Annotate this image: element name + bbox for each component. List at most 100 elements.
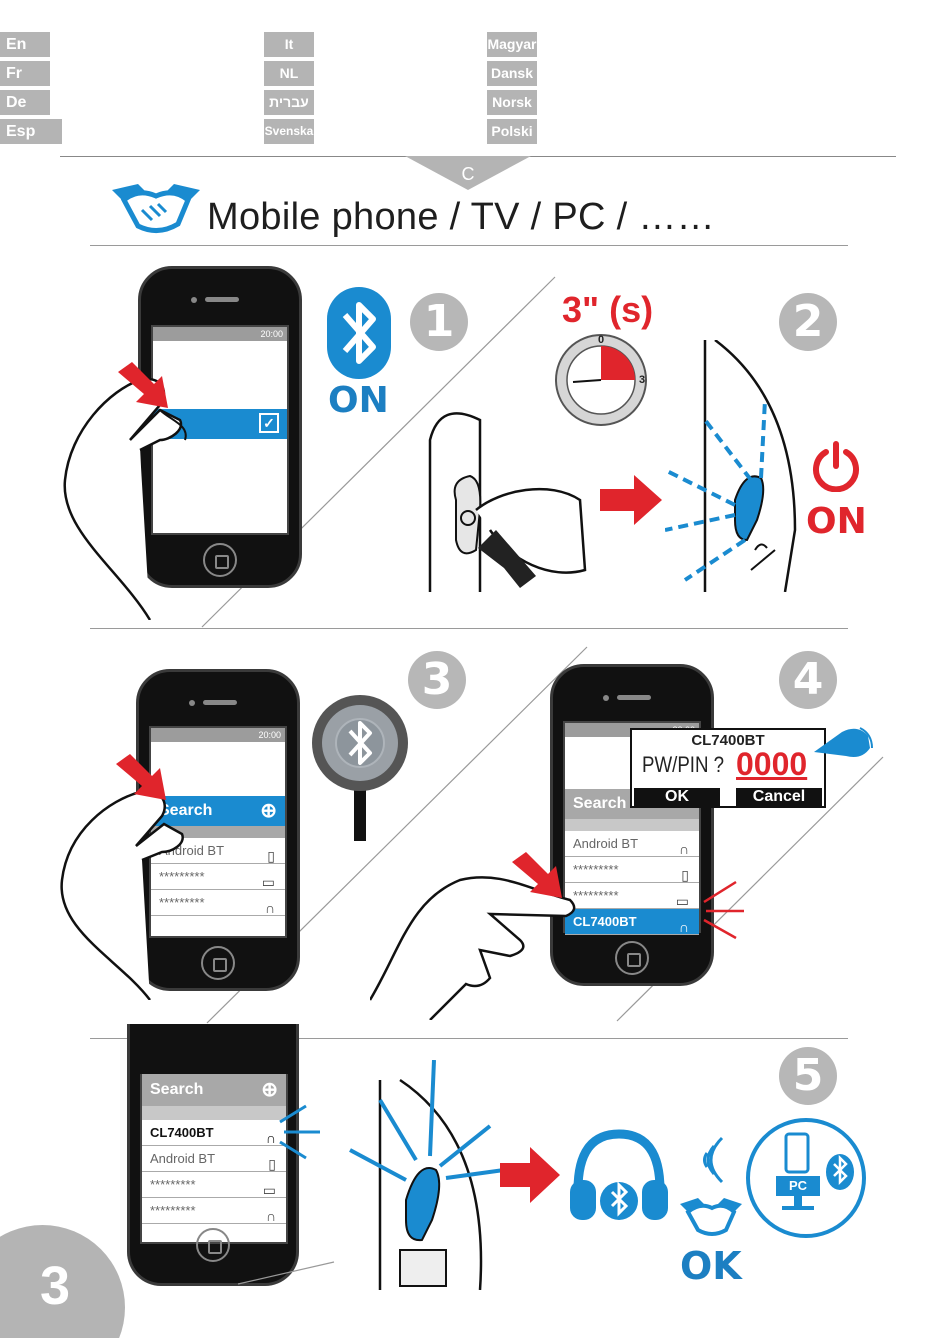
phone-camera — [191, 297, 197, 303]
phone-icon: ▯ — [681, 867, 689, 883]
section-rule-1 — [90, 628, 848, 629]
red-arrow-icon — [116, 754, 166, 800]
handshake-icon — [680, 1198, 742, 1236]
lang-tab-no[interactable]: Norsk — [487, 90, 537, 115]
pin-dialog: CL7400BT PW/PIN ? 0000 OK Cancel — [630, 728, 826, 808]
status-bar: 20:00 — [153, 327, 287, 341]
lang-tab-fr[interactable]: Fr — [0, 61, 50, 86]
step-number-5: 5 — [779, 1047, 837, 1105]
selection-rays-icon — [703, 880, 744, 940]
step-number-2: 2 — [779, 293, 837, 351]
red-arrow-right-icon — [500, 1147, 560, 1203]
lang-tab-en[interactable]: En — [0, 32, 50, 57]
dial-end-label: 3 — [639, 374, 646, 386]
section-tab-label: C — [461, 164, 475, 184]
list-header — [565, 819, 699, 831]
zoom-in-icon[interactable]: ⊕ — [260, 800, 277, 822]
lang-tab-it[interactable]: It — [264, 32, 314, 57]
lang-tab-he[interactable]: עברית — [264, 90, 314, 115]
pin-value[interactable]: 0000 — [736, 746, 808, 782]
home-button[interactable] — [196, 1228, 230, 1262]
ok-button[interactable]: OK — [634, 788, 720, 806]
step-number-1: 1 — [410, 293, 468, 351]
cancel-button[interactable]: Cancel — [736, 788, 822, 806]
timer-dial-icon — [555, 334, 647, 426]
phone-camera — [603, 695, 609, 701]
lang-tab-esp[interactable]: Esp — [0, 119, 62, 144]
list-item[interactable]: *********∩ — [142, 1198, 286, 1224]
power-icon — [813, 441, 859, 492]
status-bar: 20:00 — [151, 728, 285, 742]
lang-tab-de[interactable]: De — [0, 90, 50, 115]
phone-screen: 20:00 Search ⊕ Android BT▯ *********▭ **… — [149, 726, 287, 938]
search-label: Search — [573, 795, 627, 812]
home-button[interactable] — [203, 543, 237, 577]
power-on-label: ON — [806, 501, 867, 542]
list-item[interactable]: Android BT∩ — [565, 831, 699, 857]
headset-button-press-illustration — [428, 412, 587, 592]
lang-tab-nl[interactable]: NL — [264, 61, 314, 86]
device-circle: PC — [746, 1118, 866, 1238]
zoom-in-icon[interactable]: ⊕ — [261, 1079, 278, 1101]
lang-tab-da[interactable]: Dansk — [487, 61, 537, 86]
headset-led-blue-illustration — [349, 1060, 505, 1290]
finger-tap-illustration — [370, 876, 576, 1020]
search-label: Search — [159, 802, 213, 819]
headset-led-illustration — [665, 340, 797, 592]
list-item[interactable]: Android BT▯ — [142, 1146, 286, 1172]
panel-divider-4 — [237, 1261, 335, 1285]
list-item[interactable]: *********∩ — [151, 890, 285, 916]
list-item-connected[interactable]: CL7400BT∩ — [142, 1120, 286, 1146]
red-arrow-icon — [118, 362, 168, 408]
home-button[interactable] — [201, 946, 235, 980]
checkbox-checked-icon[interactable]: ✓ — [259, 413, 279, 433]
step-number-4: 4 — [779, 651, 837, 709]
lang-tab-pl[interactable]: Polski — [487, 119, 537, 144]
home-button[interactable] — [615, 941, 649, 975]
laptop-icon: ▭ — [675, 893, 689, 909]
laptop-icon: ▭ — [261, 874, 275, 890]
page-number-badge: 3 — [0, 1225, 125, 1338]
search-bar[interactable]: Search ⊕ — [142, 1074, 286, 1106]
lang-tab-hu[interactable]: Magyar — [487, 32, 537, 57]
list-item[interactable]: *********▭ — [142, 1172, 286, 1198]
headphones-icon: ∩ — [264, 900, 275, 916]
headphones-icon: ∩ — [265, 1130, 276, 1146]
connected-rays-icon — [279, 1104, 320, 1160]
phone-speaker — [203, 700, 237, 705]
pin-prompt: PW/PIN ? — [642, 752, 725, 777]
bluetooth-search-icon — [312, 695, 408, 841]
title-rule — [90, 245, 848, 246]
dial-start-label: 0 — [598, 334, 605, 346]
red-arrow-right-icon — [600, 475, 662, 525]
phone-icon: ▯ — [267, 848, 275, 864]
red-arrow-icon — [512, 852, 562, 898]
page-title: Mobile phone / TV / PC / …… — [207, 196, 715, 238]
phone-step5: Search ⊕ CL7400BT∩ Android BT▯ *********… — [127, 1024, 299, 1286]
list-header — [151, 826, 285, 838]
list-item[interactable]: *********▯ — [565, 857, 699, 883]
phone-icon: ▯ — [268, 1156, 276, 1172]
bluetooth-headphones-icon — [570, 1129, 668, 1220]
phone-pc-icon — [776, 1132, 854, 1210]
list-item-selected[interactable]: CL7400BT∩ — [565, 909, 699, 935]
signal-waves-icon — [703, 1136, 724, 1184]
pointing-hand-icon — [814, 727, 873, 757]
list-header — [142, 1106, 286, 1120]
list-item[interactable]: *********▭ — [151, 864, 285, 890]
search-label: Search — [150, 1081, 204, 1098]
lang-tab-sv[interactable]: Svenska — [264, 119, 314, 144]
page-number: 3 — [40, 1256, 71, 1316]
headphones-icon: ∩ — [678, 841, 689, 857]
section-rule-2 — [90, 1038, 848, 1039]
hand-illustration — [63, 377, 187, 620]
step-number-3: 3 — [408, 651, 466, 709]
headphones-icon: ∩ — [265, 1208, 276, 1224]
section-tab — [405, 156, 531, 190]
bluetooth-badge-icon — [327, 287, 391, 379]
phone-speaker — [617, 695, 651, 700]
laptop-icon: ▭ — [262, 1182, 276, 1198]
phone-screen: 20:00 ✱ ✓ — [151, 325, 289, 535]
search-bar[interactable]: Search ⊕ — [151, 796, 285, 826]
list-item[interactable]: *********▭ — [565, 883, 699, 909]
